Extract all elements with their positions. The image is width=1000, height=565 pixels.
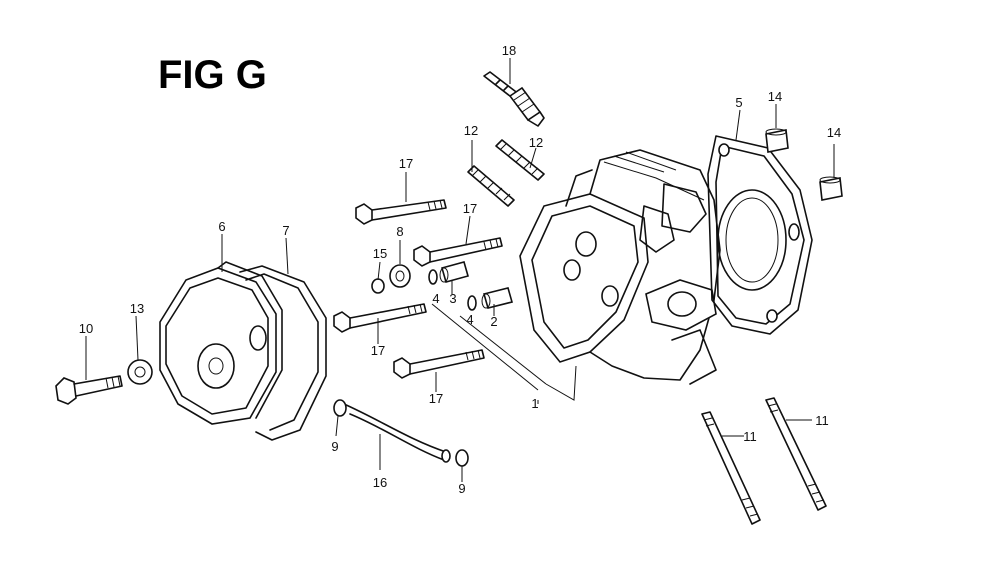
callout-4-a: 4 <box>432 291 439 306</box>
callout-14-b: 14 <box>827 125 841 140</box>
bolt-17-left <box>333 303 427 333</box>
callout-14-a: 14 <box>768 89 782 104</box>
ring-4-lower <box>467 295 477 311</box>
washer-13 <box>127 359 153 385</box>
callout-labels: 18 5 14 14 12 12 17 17 17 17 6 7 8 15 4 … <box>79 43 841 496</box>
bolt-17-mid <box>413 237 503 267</box>
stud-11-left <box>701 411 761 525</box>
nut-15 <box>371 278 385 294</box>
callout-7: 7 <box>282 223 289 238</box>
callout-10: 10 <box>79 321 93 336</box>
callout-11-a: 11 <box>743 429 757 444</box>
callout-9-a: 9 <box>331 439 338 454</box>
ring-4-upper <box>428 269 438 285</box>
callout-9-b: 9 <box>458 481 465 496</box>
callout-18: 18 <box>502 43 516 58</box>
hose-clip-9-left <box>333 399 347 417</box>
callout-17-c: 17 <box>371 343 385 358</box>
callout-17-d: 17 <box>429 391 443 406</box>
figure-title: FIG G <box>158 53 267 97</box>
stud-12-right <box>495 139 545 181</box>
callout-4-b: 4 <box>466 312 473 327</box>
breather-tube-16 <box>343 403 451 463</box>
cylinder-head-1 <box>519 149 721 385</box>
callout-17-b: 17 <box>463 201 477 216</box>
head-cover-6 <box>159 261 283 425</box>
callout-2: 2 <box>490 314 497 329</box>
washer-8 <box>389 264 411 288</box>
dowel-3 <box>439 261 469 283</box>
hose-clip-9-right <box>455 449 469 467</box>
callout-1: 1 <box>531 396 538 411</box>
dowel-2 <box>481 287 513 309</box>
callout-16: 16 <box>373 475 387 490</box>
dowel-14-a <box>765 128 789 153</box>
stud-11-right <box>765 397 827 511</box>
bolt-10 <box>55 375 123 405</box>
callout-6: 6 <box>218 219 225 234</box>
bolt-17-top <box>355 199 447 225</box>
callout-13: 13 <box>130 301 144 316</box>
callout-3: 3 <box>449 291 456 306</box>
cover-gasket-7 <box>239 265 327 441</box>
spark-plug <box>483 71 545 127</box>
callout-12-b: 12 <box>529 135 543 150</box>
callout-15: 15 <box>373 246 387 261</box>
callout-17-a: 17 <box>399 156 413 171</box>
head-gasket-5 <box>707 135 813 335</box>
callout-5: 5 <box>735 95 742 110</box>
callout-8: 8 <box>396 224 403 239</box>
callout-11-b: 11 <box>815 413 829 428</box>
dowel-14-b <box>819 176 843 201</box>
stud-12-left <box>467 165 515 207</box>
leader-lines <box>85 58 835 482</box>
bolt-17-bottom <box>393 349 485 379</box>
callout-12-a: 12 <box>464 123 478 138</box>
